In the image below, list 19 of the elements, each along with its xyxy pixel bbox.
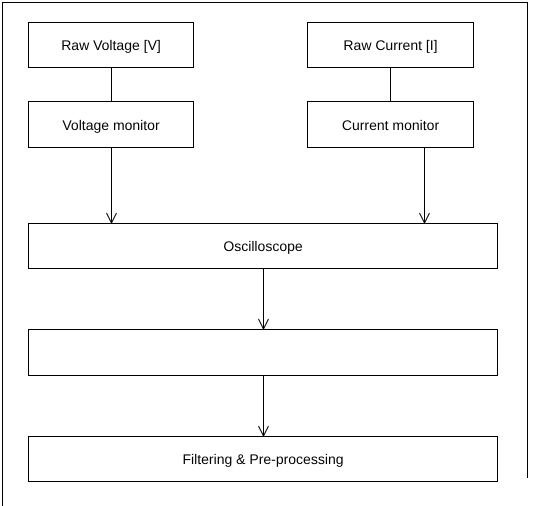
box-label: Voltage monitor <box>62 116 160 132</box>
arrow <box>258 376 269 436</box>
process-box <box>28 223 498 269</box>
process-box <box>28 436 498 482</box>
connector-line <box>390 68 391 102</box>
process-box <box>28 101 194 148</box>
connector-line <box>111 68 112 102</box>
arrow <box>419 148 430 224</box>
box-label: Oscilloscope <box>223 238 303 254</box>
box-label: Raw Current [I] <box>343 37 438 53</box>
box-label: Filtering & Pre-processing <box>182 451 344 467</box>
process-box <box>28 22 194 68</box>
process-box <box>307 101 474 148</box>
process-box <box>28 329 498 376</box>
process-box <box>307 22 474 68</box>
arrow <box>258 268 269 330</box>
box-label: Raw Voltage [V] <box>61 37 161 53</box>
box-label: Current monitor <box>342 116 440 132</box>
arrow <box>106 148 117 224</box>
